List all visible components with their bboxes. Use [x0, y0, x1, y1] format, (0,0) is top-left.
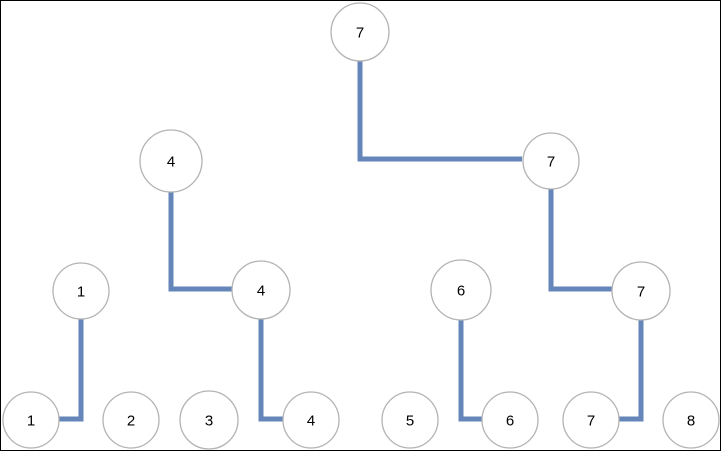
tree-node-leaf-8: 8	[662, 391, 720, 449]
node-label-leaf-4: 4	[307, 412, 315, 429]
node-circle-qf-1	[52, 262, 110, 320]
node-circle-qf-4	[611, 261, 671, 321]
node-label-qf-4: 7	[637, 283, 645, 300]
node-circle-leaf-5	[381, 391, 439, 449]
node-label-leaf-6: 6	[506, 412, 514, 429]
connector-semi-r-to-qf-4	[548, 189, 612, 292]
tree-node-qf-1: 1	[52, 262, 110, 320]
tree-node-root: 7	[330, 2, 390, 62]
node-circle-semi-l	[139, 129, 203, 193]
tree-node-leaf-6: 6	[481, 391, 539, 449]
node-circle-leaf-2	[102, 391, 160, 449]
tree-node-leaf-5: 5	[381, 391, 439, 449]
node-circle-leaf-3	[179, 390, 239, 450]
tree-node-leaf-1: 1	[2, 391, 60, 449]
tree-node-qf-3: 6	[430, 259, 492, 321]
node-label-leaf-8: 8	[687, 412, 695, 429]
node-label-leaf-3: 3	[205, 412, 213, 429]
tree-node-leaf-3: 3	[179, 390, 239, 450]
tree-node-leaf-7: 7	[562, 391, 620, 449]
node-label-semi-l: 4	[167, 153, 175, 170]
node-circle-leaf-6	[481, 391, 539, 449]
tree-node-leaf-4: 4	[282, 391, 340, 449]
connector-qf-1-to-leaf-1	[59, 319, 84, 422]
node-label-qf-2: 4	[257, 282, 265, 299]
tree-node-leaf-2: 2	[102, 391, 160, 449]
tree-node-qf-4: 7	[611, 261, 671, 321]
connector-qf-2-to-leaf-4	[258, 319, 283, 422]
node-circle-semi-r	[522, 132, 580, 190]
tree-node-semi-l: 4	[139, 129, 203, 193]
node-label-leaf-2: 2	[127, 412, 135, 429]
node-circle-qf-2	[231, 260, 291, 320]
node-circle-root	[330, 2, 390, 62]
node-circle-qf-3	[430, 259, 492, 321]
connector-qf-3-to-leaf-6	[458, 320, 482, 422]
node-circle-leaf-4	[282, 391, 340, 449]
node-circle-leaf-7	[562, 391, 620, 449]
tree-node-semi-r: 7	[522, 132, 580, 190]
node-label-leaf-1: 1	[27, 412, 35, 429]
tree-node-qf-2: 4	[231, 260, 291, 320]
node-label-leaf-5: 5	[406, 412, 414, 429]
connector-root-to-semi-r	[357, 61, 522, 162]
node-label-semi-r: 7	[547, 153, 555, 170]
node-label-qf-3: 6	[457, 282, 465, 299]
node-label-leaf-7: 7	[587, 412, 595, 429]
node-label-qf-1: 1	[77, 283, 85, 300]
node-circle-leaf-8	[662, 391, 720, 449]
connector-semi-l-to-qf-2	[168, 192, 232, 292]
node-circle-leaf-1	[2, 391, 60, 449]
connector-qf-4-to-leaf-7	[619, 320, 644, 422]
node-label-root: 7	[356, 24, 364, 41]
